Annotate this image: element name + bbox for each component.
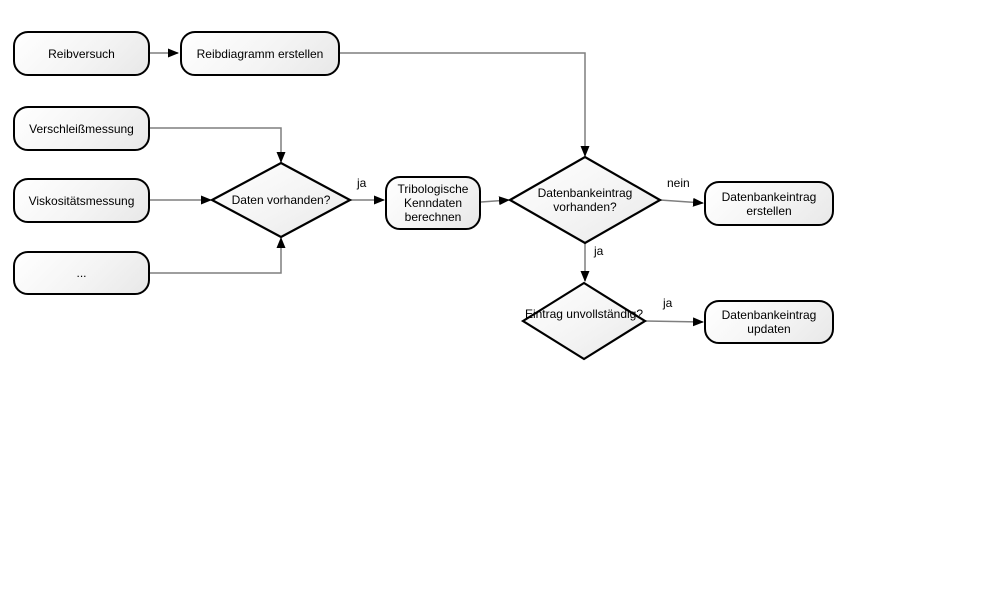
- edge-eintrag-unvollstaendig-to-db-updaten: [644, 317, 704, 327]
- node-tribologische-kenndaten: Tribologische Kenndaten berechnen: [385, 176, 481, 230]
- edge-weitere-messung-to-daten-vorhanden: [150, 237, 286, 274]
- decision-daten-vorhanden-shape: [209, 161, 353, 239]
- node-viskositaetsmessung-label: Viskositätsmessung: [28, 193, 135, 208]
- decision-eintrag-unvollstaendig-label: Eintrag unvollständig?: [524, 307, 644, 321]
- edge-db-vorhanden-to-db-erstellen: [659, 197, 704, 207]
- node-viskositaetsmessung: Viskositätsmessung: [13, 178, 150, 223]
- node-reibversuch: Reibversuch: [13, 31, 150, 76]
- node-weitere-messung-label: ...: [76, 266, 87, 280]
- node-datenbankeintrag-updaten-label: Datenbankeintrag updaten: [721, 308, 817, 336]
- node-datenbankeintrag-erstellen: Datenbankeintrag erstellen: [704, 181, 834, 226]
- node-datenbankeintrag-updaten: Datenbankeintrag updaten: [704, 300, 834, 344]
- decision-datenbankeintrag-vorhanden-shape: [507, 155, 663, 245]
- node-weitere-messung: ...: [13, 251, 150, 295]
- edge-reibdiagramm-to-db-vorhanden: [340, 52, 590, 157]
- edge-verschleissmessung-to-daten-vorhanden: [150, 127, 286, 163]
- edge-label-ja-eintrag-unvollstaendig: ja: [663, 296, 673, 310]
- node-reibdiagramm-erstellen-label: Reibdiagramm erstellen: [196, 46, 324, 61]
- node-datenbankeintrag-erstellen-label: Datenbankeintrag erstellen: [721, 189, 817, 218]
- edge-tribologische-to-db-vorhanden: [480, 196, 510, 206]
- decision-datenbankeintrag-vorhanden-label: Datenbankeintrag vorhanden?: [537, 186, 633, 214]
- node-tribologische-kenndaten-label: Tribologische Kenndaten berechnen: [397, 182, 469, 224]
- node-reibdiagramm-erstellen: Reibdiagramm erstellen: [180, 31, 340, 76]
- edge-label-ja-db-vorhanden: ja: [594, 244, 604, 258]
- node-verschleissmessung-label: Verschleißmessung: [29, 121, 134, 136]
- decision-daten-vorhanden-label: Daten vorhanden?: [231, 193, 331, 207]
- decision-eintrag-unvollstaendig-shape: [520, 281, 648, 361]
- edge-label-nein-db-vorhanden: nein: [667, 176, 690, 190]
- node-reibversuch-label: Reibversuch: [48, 46, 115, 61]
- node-verschleissmessung: Verschleißmessung: [13, 106, 150, 151]
- edge-label-ja-daten-vorhanden: ja: [357, 176, 367, 190]
